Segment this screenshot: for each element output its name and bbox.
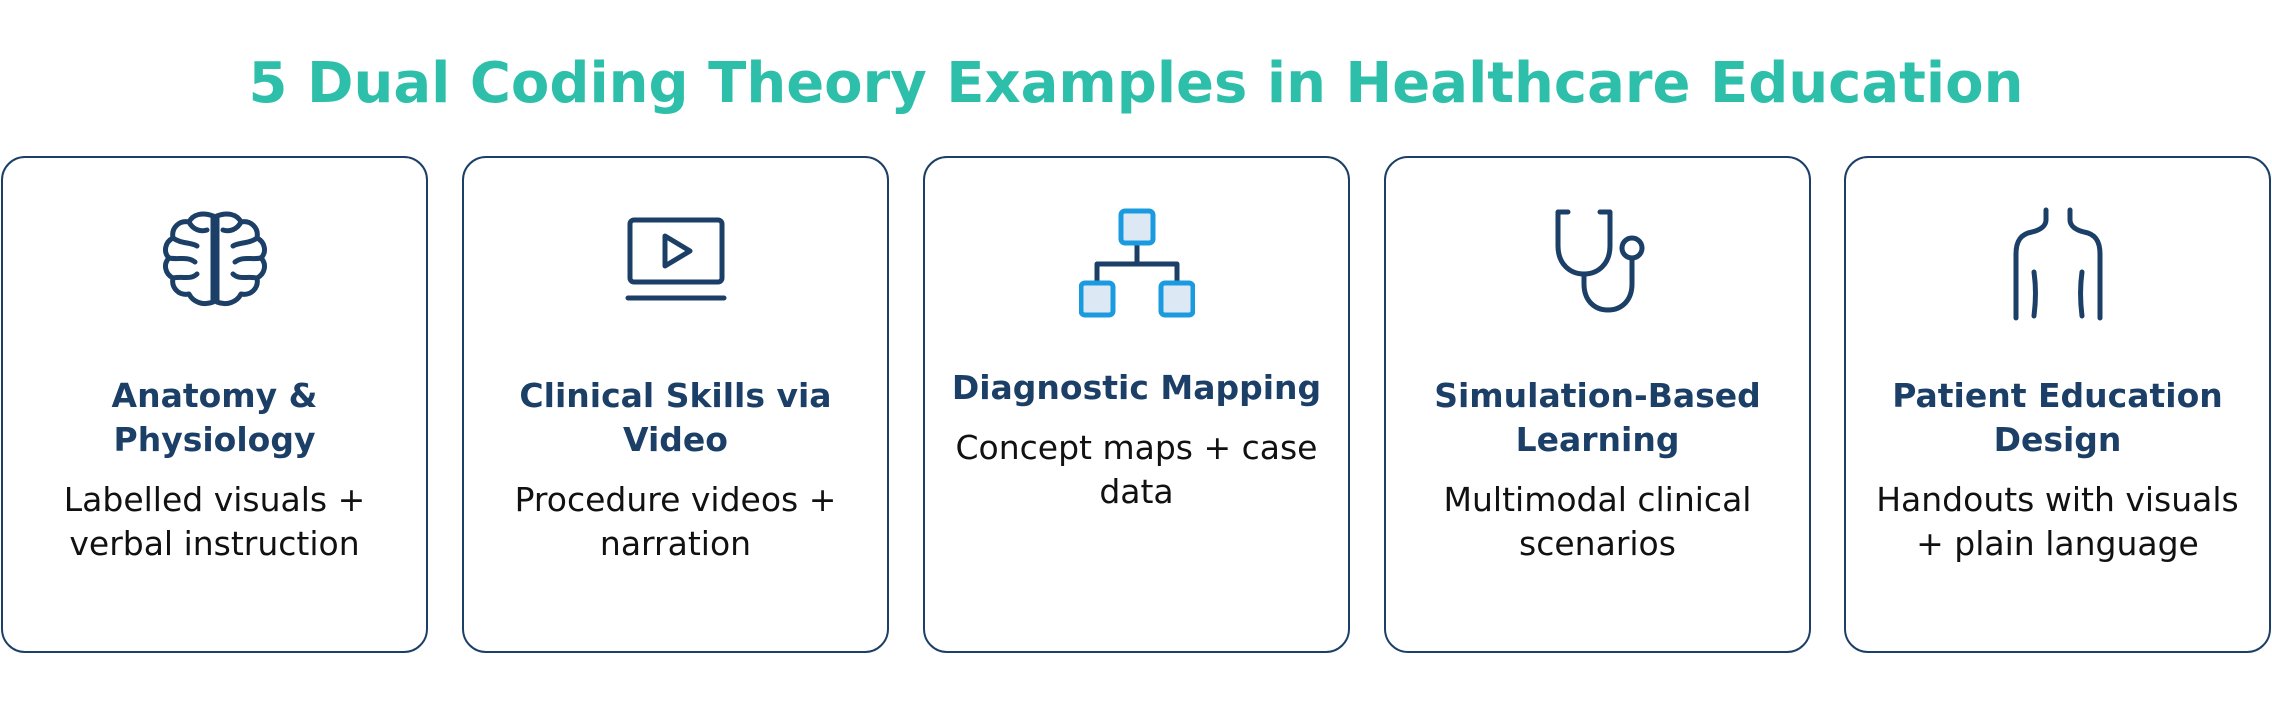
card-patient-education-design: Patient Education Design Handouts with v… (1844, 156, 2271, 653)
card-text: Diagnostic Mapping Concept maps + case d… (949, 366, 1324, 514)
video-player-icon (618, 206, 734, 322)
card-simulation-based-learning: Simulation-Based Learning Multimodal cli… (1384, 156, 1811, 653)
card-text: Patient Education Design Handouts with v… (1870, 374, 2245, 566)
card-text: Simulation-Based Learning Multimodal cli… (1410, 374, 1785, 566)
card-title: Diagnostic Mapping (951, 368, 1322, 407)
card-diagnostic-mapping: Diagnostic Mapping Concept maps + case d… (923, 156, 1350, 653)
card-title: Simulation-Based Learning (1434, 376, 1761, 459)
card-description: Labelled visuals + verbal instruction (63, 480, 366, 563)
card-text: Anatomy & Physiology Labelled visuals + … (27, 374, 402, 566)
card-description: Multimodal clinical scenarios (1443, 480, 1752, 563)
card-description: Procedure videos + narration (514, 480, 837, 563)
card-title: Anatomy & Physiology (111, 376, 318, 459)
card-clinical-skills-video: Clinical Skills via Video Procedure vide… (462, 156, 889, 653)
stethoscope-icon (1540, 206, 1656, 322)
brain-icon (157, 206, 273, 322)
card-anatomy-physiology: Anatomy & Physiology Labelled visuals + … (1, 156, 428, 653)
card-description: Concept maps + case data (955, 428, 1318, 511)
card-title: Patient Education Design (1892, 376, 2223, 459)
card-text: Clinical Skills via Video Procedure vide… (488, 374, 863, 566)
card-title: Clinical Skills via Video (519, 376, 832, 459)
human-torso-icon (2000, 206, 2116, 322)
page-title: 5 Dual Coding Theory Examples in Healthc… (248, 51, 2024, 116)
hierarchy-diagram-icon (1078, 206, 1195, 322)
card-description: Handouts with visuals + plain language (1876, 480, 2239, 563)
cards-row: Anatomy & Physiology Labelled visuals + … (0, 156, 2272, 656)
